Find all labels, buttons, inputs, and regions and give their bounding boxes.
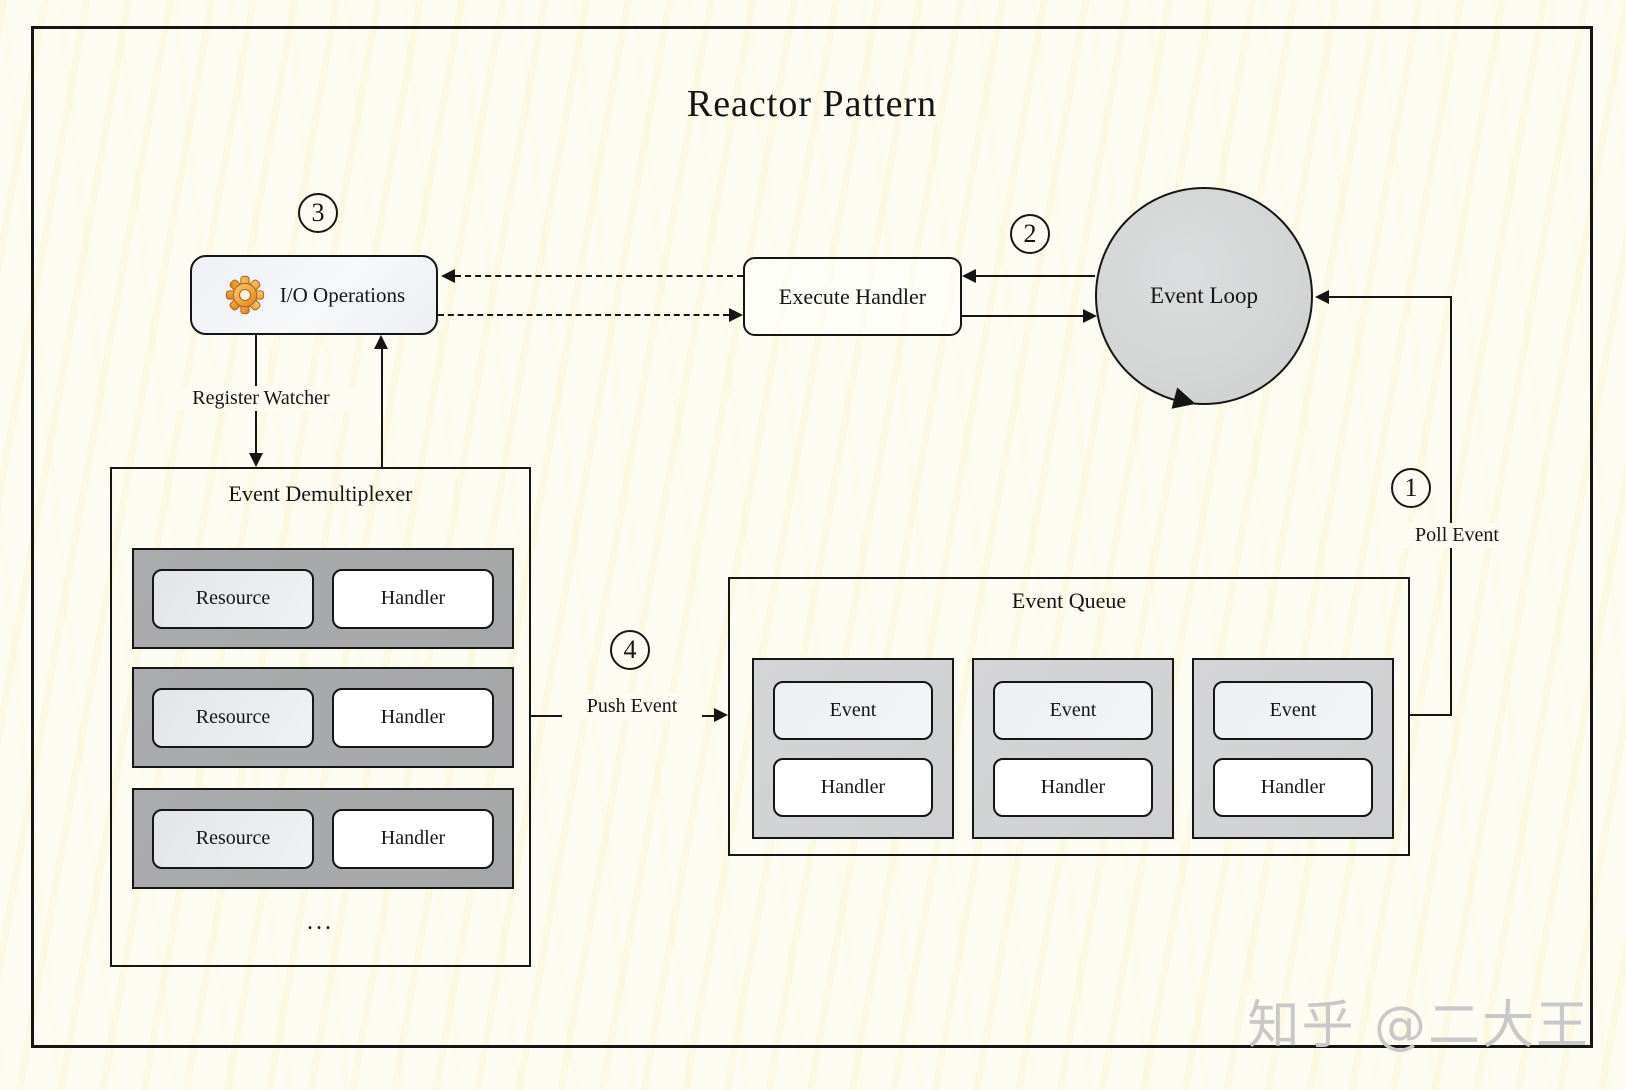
queue-item: Event Handler (752, 658, 954, 839)
label-poll-event: Poll Event (1397, 523, 1517, 548)
handler-box: Handler (332, 808, 494, 869)
handler-box: Handler (332, 687, 494, 748)
arrowhead-push-event (714, 708, 728, 722)
step-badge-4: 4 (610, 630, 650, 670)
gear-icon (223, 273, 267, 317)
line-loop-to-handler (976, 275, 1095, 278)
resource-box: Resource (152, 808, 314, 869)
step-badge-1: 1 (1391, 468, 1431, 508)
line-poll-event-top (1329, 296, 1452, 299)
arrowhead-loop-to-handler (962, 269, 976, 283)
arrowhead-register-watcher-down (249, 453, 263, 467)
handler-box: Handler (1213, 758, 1373, 817)
handler-box: Handler (993, 758, 1153, 817)
event-box: Event (1213, 681, 1373, 740)
event-queue-title: Event Queue (1011, 588, 1127, 613)
queue-item: Event Handler (1192, 658, 1394, 839)
resource-box: Resource (152, 568, 314, 629)
event-box: Event (773, 681, 933, 740)
watermark: 知乎 @二大王 (1247, 996, 1590, 1056)
execute-handler-label: Execute Handler (778, 283, 927, 309)
resource-box: Resource (152, 687, 314, 748)
io-operations-node: I/O Operations (190, 255, 438, 335)
demux-row: Resource Handler (132, 548, 514, 649)
execute-handler-node: Execute Handler (743, 257, 962, 336)
line-poll-event-vertical (1450, 296, 1453, 716)
step-badge-3: 3 (298, 193, 338, 233)
handler-box: Handler (332, 568, 494, 629)
event-queue-node: Event Queue Event Handler Event Handler … (728, 577, 1410, 856)
step-badge-2: 2 (1010, 214, 1050, 254)
arrowhead-demux-to-io-up (374, 335, 388, 349)
line-handler-to-loop (962, 315, 1083, 318)
event-demultiplexer-node: Event Demultiplexer Resource Handler Res… (110, 467, 531, 967)
event-loop-node: Event Loop (1095, 187, 1313, 405)
demultiplexer-title: Event Demultiplexer (228, 481, 413, 506)
arrowhead-io-to-handler (729, 308, 743, 322)
arrowhead-handler-to-io (441, 269, 455, 283)
demux-ellipsis: ... (307, 909, 334, 935)
queue-item: Event Handler (972, 658, 1174, 839)
arrowhead-poll-event (1315, 290, 1329, 304)
label-register-watcher: Register Watcher (166, 386, 356, 411)
outer-frame (31, 26, 1593, 1048)
io-operations-label: I/O Operations (279, 282, 406, 307)
handler-box: Handler (773, 758, 933, 817)
dashed-line-io-to-handler (438, 314, 729, 316)
demux-row: Resource Handler (132, 788, 514, 889)
diagram-title: Reactor Pattern (686, 83, 938, 125)
dashed-line-handler-to-io (455, 275, 743, 277)
event-box: Event (993, 681, 1153, 740)
event-loop-label: Event Loop (1150, 283, 1258, 308)
arrowhead-handler-to-loop (1083, 309, 1097, 323)
demux-row: Resource Handler (132, 667, 514, 768)
label-push-event: Push Event (562, 694, 702, 719)
line-poll-event-bottom (1410, 714, 1452, 717)
line-demux-to-io-up (381, 349, 384, 467)
